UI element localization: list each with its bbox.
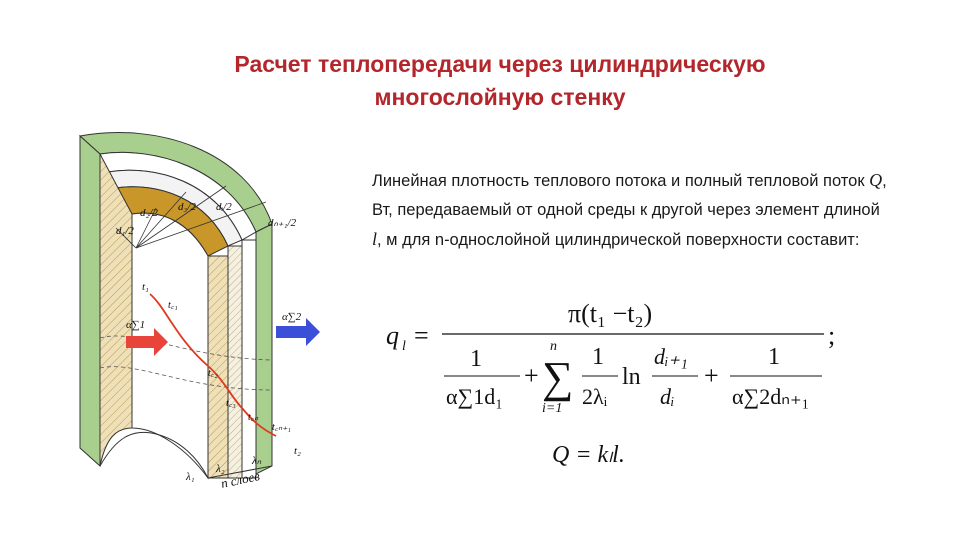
formula-semicolon: ; [828, 321, 835, 350]
cylinder-wall-diagram: d₁/2 d₂/2 d₃/2 dᵢ/2 dₙ₊₁/2 t₁ t꜀₁ t꜀₂ t꜀… [76, 128, 336, 498]
sum-sign: ∑ [542, 353, 573, 402]
term1-den: α∑1d₁ [446, 384, 503, 409]
label-tcn1: t꜀ₙ₊₁ [272, 422, 291, 433]
term3-num: 1 [768, 344, 780, 370]
desc-part-1: Линейная плотность теплового потока и по… [372, 172, 870, 190]
label-tc1: t꜀₁ [168, 300, 178, 311]
label-alpha1: α∑1 [126, 319, 145, 331]
term1-num: 1 [470, 346, 482, 372]
outer-green-side [79, 134, 101, 468]
label-d2: d₂/2 [140, 207, 158, 219]
formula-equals: = [414, 321, 429, 350]
sum-bottom: i=1 [542, 401, 562, 416]
l-symbol: l [372, 229, 378, 249]
formula-plus-1: + [524, 361, 539, 390]
label-tc3: t꜀₃ [226, 398, 236, 409]
label-lambda2: λ₂ [215, 463, 225, 475]
heat-in-arrow [126, 328, 168, 356]
label-tc2: t꜀₂ [208, 368, 218, 379]
formula-lhs: q [386, 321, 399, 350]
sum-top: n [550, 339, 557, 354]
formula-numerator: π(t₁ −t₂) [568, 299, 652, 328]
formula-lhs-sub: l [402, 339, 406, 354]
label-dn1: dₙ₊₁/2 [268, 217, 297, 229]
heat-flux-formula: q l = π(t₁ −t₂) ; 1 α∑1d₁ + n ∑ i=1 1 2λ… [370, 292, 870, 482]
formula-plus-2: + [704, 361, 719, 390]
heat-out-arrow [276, 318, 320, 346]
formula-ln: ln [622, 364, 641, 390]
label-d3: d₃/2 [178, 201, 196, 213]
label-d4: dᵢ/2 [216, 201, 232, 213]
ratio-num: dᵢ₊₁ [654, 344, 688, 369]
title-line-2: многослойную стенку [374, 84, 626, 110]
desc-part-2: , Вт, передаваемый от одной среды к друг… [372, 172, 887, 219]
term3-den: α∑2dₙ₊₁ [732, 384, 809, 409]
term2-num: 1 [592, 344, 604, 370]
title-line-1: Расчет теплопередачи через цилиндрическу… [234, 51, 766, 77]
term2-den: 2λᵢ [582, 384, 608, 409]
label-lambdan: λₙ [251, 455, 262, 467]
label-alpha2: α∑2 [282, 311, 302, 323]
label-tcn: t꜀ₙ [248, 412, 259, 423]
formula-second-line: Q = kₗl. [552, 442, 625, 468]
label-d1: d₁/2 [116, 225, 134, 237]
desc-part-3: , м для n-однослойной цилиндрической пов… [377, 231, 860, 249]
q-symbol: Q [869, 170, 883, 190]
right-green-column [255, 223, 273, 475]
temperature-curve [149, 293, 277, 437]
label-t2: t₂ [294, 445, 301, 457]
description-text: Линейная плотность теплового потока и по… [372, 166, 892, 255]
label-lambda1: λ₁ [185, 471, 195, 483]
label-t1: t₁ [142, 281, 149, 293]
ratio-den: dᵢ [660, 384, 674, 409]
slide-title: Расчет теплопередачи через цилиндрическу… [120, 48, 880, 114]
